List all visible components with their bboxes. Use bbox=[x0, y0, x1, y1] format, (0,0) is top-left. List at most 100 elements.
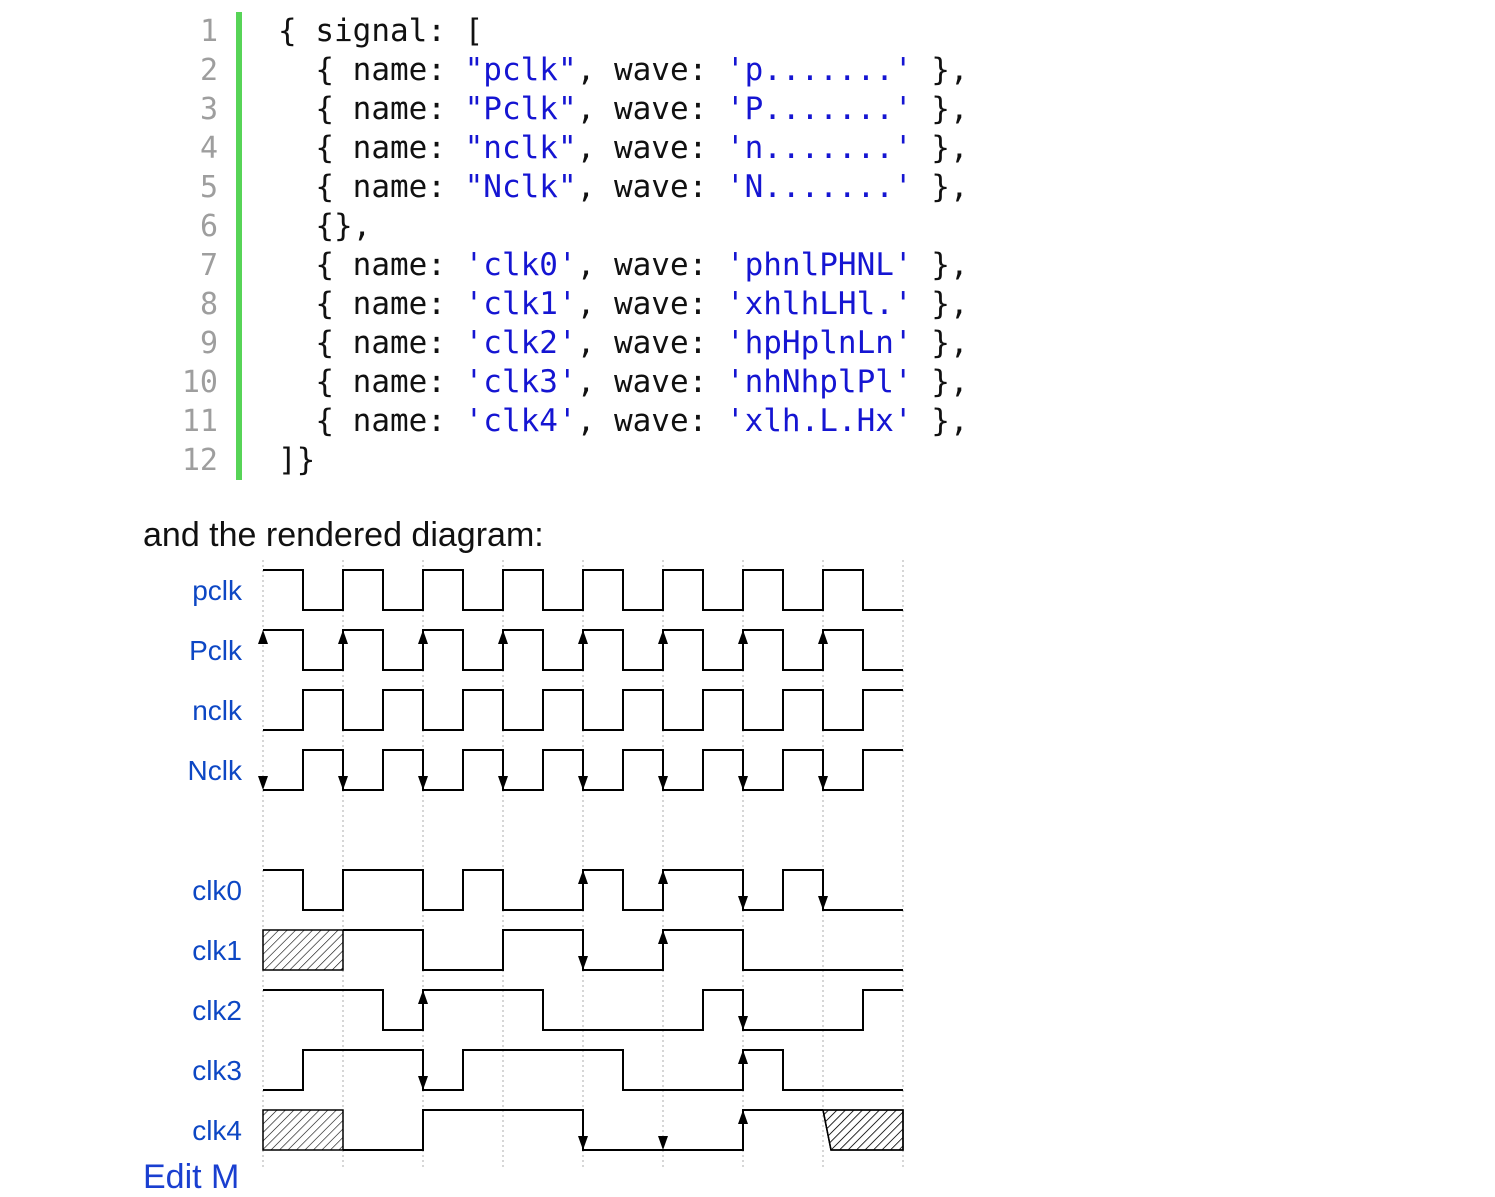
code-token: , wave: bbox=[576, 130, 726, 166]
code-token: { name: bbox=[278, 364, 465, 400]
code-line: { name: 'clk3', wave: 'nhNhplPl' }, bbox=[278, 363, 969, 402]
code-string: 'clk2' bbox=[464, 325, 577, 361]
unknown-region bbox=[262, 929, 344, 971]
code-token: }, bbox=[912, 403, 969, 439]
signal-label: clk0 bbox=[192, 875, 242, 906]
code-string: 'n.......' bbox=[725, 130, 913, 166]
code-token: }, bbox=[912, 130, 969, 166]
unknown-region bbox=[262, 1109, 344, 1151]
edge-arrow bbox=[258, 776, 268, 790]
line-number: 10 bbox=[181, 365, 218, 400]
code-string: "nclk" bbox=[464, 130, 577, 166]
code-token: { name: bbox=[278, 286, 465, 322]
signal-label: clk4 bbox=[192, 1115, 242, 1146]
code-line: { signal: [ bbox=[278, 12, 969, 51]
signal-label: nclk bbox=[192, 695, 243, 726]
code-token: { name: bbox=[278, 91, 465, 127]
code-string: 'p.......' bbox=[725, 52, 913, 88]
code-token: { name: bbox=[278, 130, 465, 166]
code-token: { name: bbox=[278, 169, 465, 205]
code-token: , wave: bbox=[576, 91, 726, 127]
code-line: { name: 'clk4', wave: 'xlh.L.Hx' }, bbox=[278, 402, 969, 441]
gutter-change-bar bbox=[236, 12, 242, 480]
code-token: }, bbox=[912, 247, 969, 283]
unknown-region bbox=[822, 1109, 904, 1151]
line-number: 4 bbox=[199, 131, 218, 166]
code-string: 'clk0' bbox=[464, 247, 577, 283]
code-token: }, bbox=[912, 169, 969, 205]
code-token: , wave: bbox=[576, 169, 726, 205]
code-string: "Pclk" bbox=[464, 91, 577, 127]
code-token: }, bbox=[912, 52, 969, 88]
waveform-clk4 bbox=[343, 1109, 823, 1151]
line-number: 12 bbox=[181, 443, 218, 478]
code-token: { name: bbox=[278, 247, 465, 283]
signal-label: Pclk bbox=[189, 635, 243, 666]
waveform-clk2 bbox=[263, 989, 903, 1031]
waveform-Pclk bbox=[263, 629, 903, 671]
code-line: { name: "pclk", wave: 'p.......' }, bbox=[278, 51, 969, 90]
code-string: 'xhlhLHl.' bbox=[725, 286, 913, 322]
code-string: 'clk4' bbox=[464, 403, 577, 439]
code-string: 'hpHplnLn' bbox=[725, 325, 913, 361]
code-token: }, bbox=[912, 364, 969, 400]
line-number: 11 bbox=[181, 404, 218, 439]
signal-label: Nclk bbox=[188, 755, 243, 786]
diagram-caption: and the rendered diagram: bbox=[143, 516, 544, 554]
signal-label: clk1 bbox=[192, 935, 242, 966]
code-string: "pclk" bbox=[464, 52, 577, 88]
waveform-clk3 bbox=[263, 1049, 903, 1091]
edge-arrow bbox=[658, 1136, 668, 1150]
code-token: ]} bbox=[278, 442, 316, 478]
code-line: { name: 'clk0', wave: 'phnlPHNL' }, bbox=[278, 246, 969, 285]
waveform-clk1 bbox=[343, 929, 903, 971]
code-line: { name: 'clk2', wave: 'hpHplnLn' }, bbox=[278, 324, 969, 363]
waveform-clk0 bbox=[263, 869, 903, 911]
code-line: {}, bbox=[278, 207, 969, 246]
line-number: 3 bbox=[199, 92, 218, 127]
waveform-nclk bbox=[263, 689, 903, 731]
code-token: , wave: bbox=[576, 403, 726, 439]
waveform-pclk bbox=[263, 569, 903, 611]
code-string: 'phnlPHNL' bbox=[725, 247, 913, 283]
line-number: 1 bbox=[199, 14, 218, 49]
code-token: , wave: bbox=[576, 364, 726, 400]
code-token: }, bbox=[912, 325, 969, 361]
code-token: , wave: bbox=[576, 286, 726, 322]
code-string: 'N.......' bbox=[725, 169, 913, 205]
code-token: }, bbox=[912, 286, 969, 322]
code-token: {}, bbox=[278, 208, 372, 244]
code-string: 'P.......' bbox=[725, 91, 913, 127]
line-number: 2 bbox=[199, 53, 218, 88]
line-number: 8 bbox=[199, 287, 218, 322]
code-token: { name: bbox=[278, 325, 465, 361]
code-token: , wave: bbox=[576, 247, 726, 283]
code-line: { name: "Nclk", wave: 'N.......' }, bbox=[278, 168, 969, 207]
edge-arrow bbox=[258, 630, 268, 644]
code-token: { name: bbox=[278, 403, 465, 439]
line-number: 6 bbox=[199, 209, 218, 244]
code-string: 'xlh.L.Hx' bbox=[725, 403, 913, 439]
edit-link[interactable]: Edit M bbox=[143, 1158, 240, 1196]
signal-label: pclk bbox=[192, 575, 243, 606]
code-line: { name: "Pclk", wave: 'P.......' }, bbox=[278, 90, 969, 129]
code-line: { name: 'clk1', wave: 'xhlhLHl.' }, bbox=[278, 285, 969, 324]
code-token: { name: bbox=[278, 52, 465, 88]
code-line: ]} bbox=[278, 441, 969, 480]
line-number: 9 bbox=[199, 326, 218, 361]
code-token: }, bbox=[912, 91, 969, 127]
code-token: , wave: bbox=[576, 325, 726, 361]
signal-label: clk3 bbox=[192, 1055, 242, 1086]
code-string: 'clk3' bbox=[464, 364, 577, 400]
code-string: 'nhNhplPl' bbox=[725, 364, 913, 400]
code-lines: { signal: [ { name: "pclk", wave: 'p....… bbox=[278, 12, 969, 480]
signal-label: clk2 bbox=[192, 995, 242, 1026]
code-token: { signal: [ bbox=[278, 13, 484, 49]
code-line: { name: "nclk", wave: 'n.......' }, bbox=[278, 129, 969, 168]
waveform-Nclk bbox=[263, 749, 903, 791]
code-string: 'clk1' bbox=[464, 286, 577, 322]
line-number: 7 bbox=[199, 248, 218, 283]
code-string: "Nclk" bbox=[464, 169, 577, 205]
